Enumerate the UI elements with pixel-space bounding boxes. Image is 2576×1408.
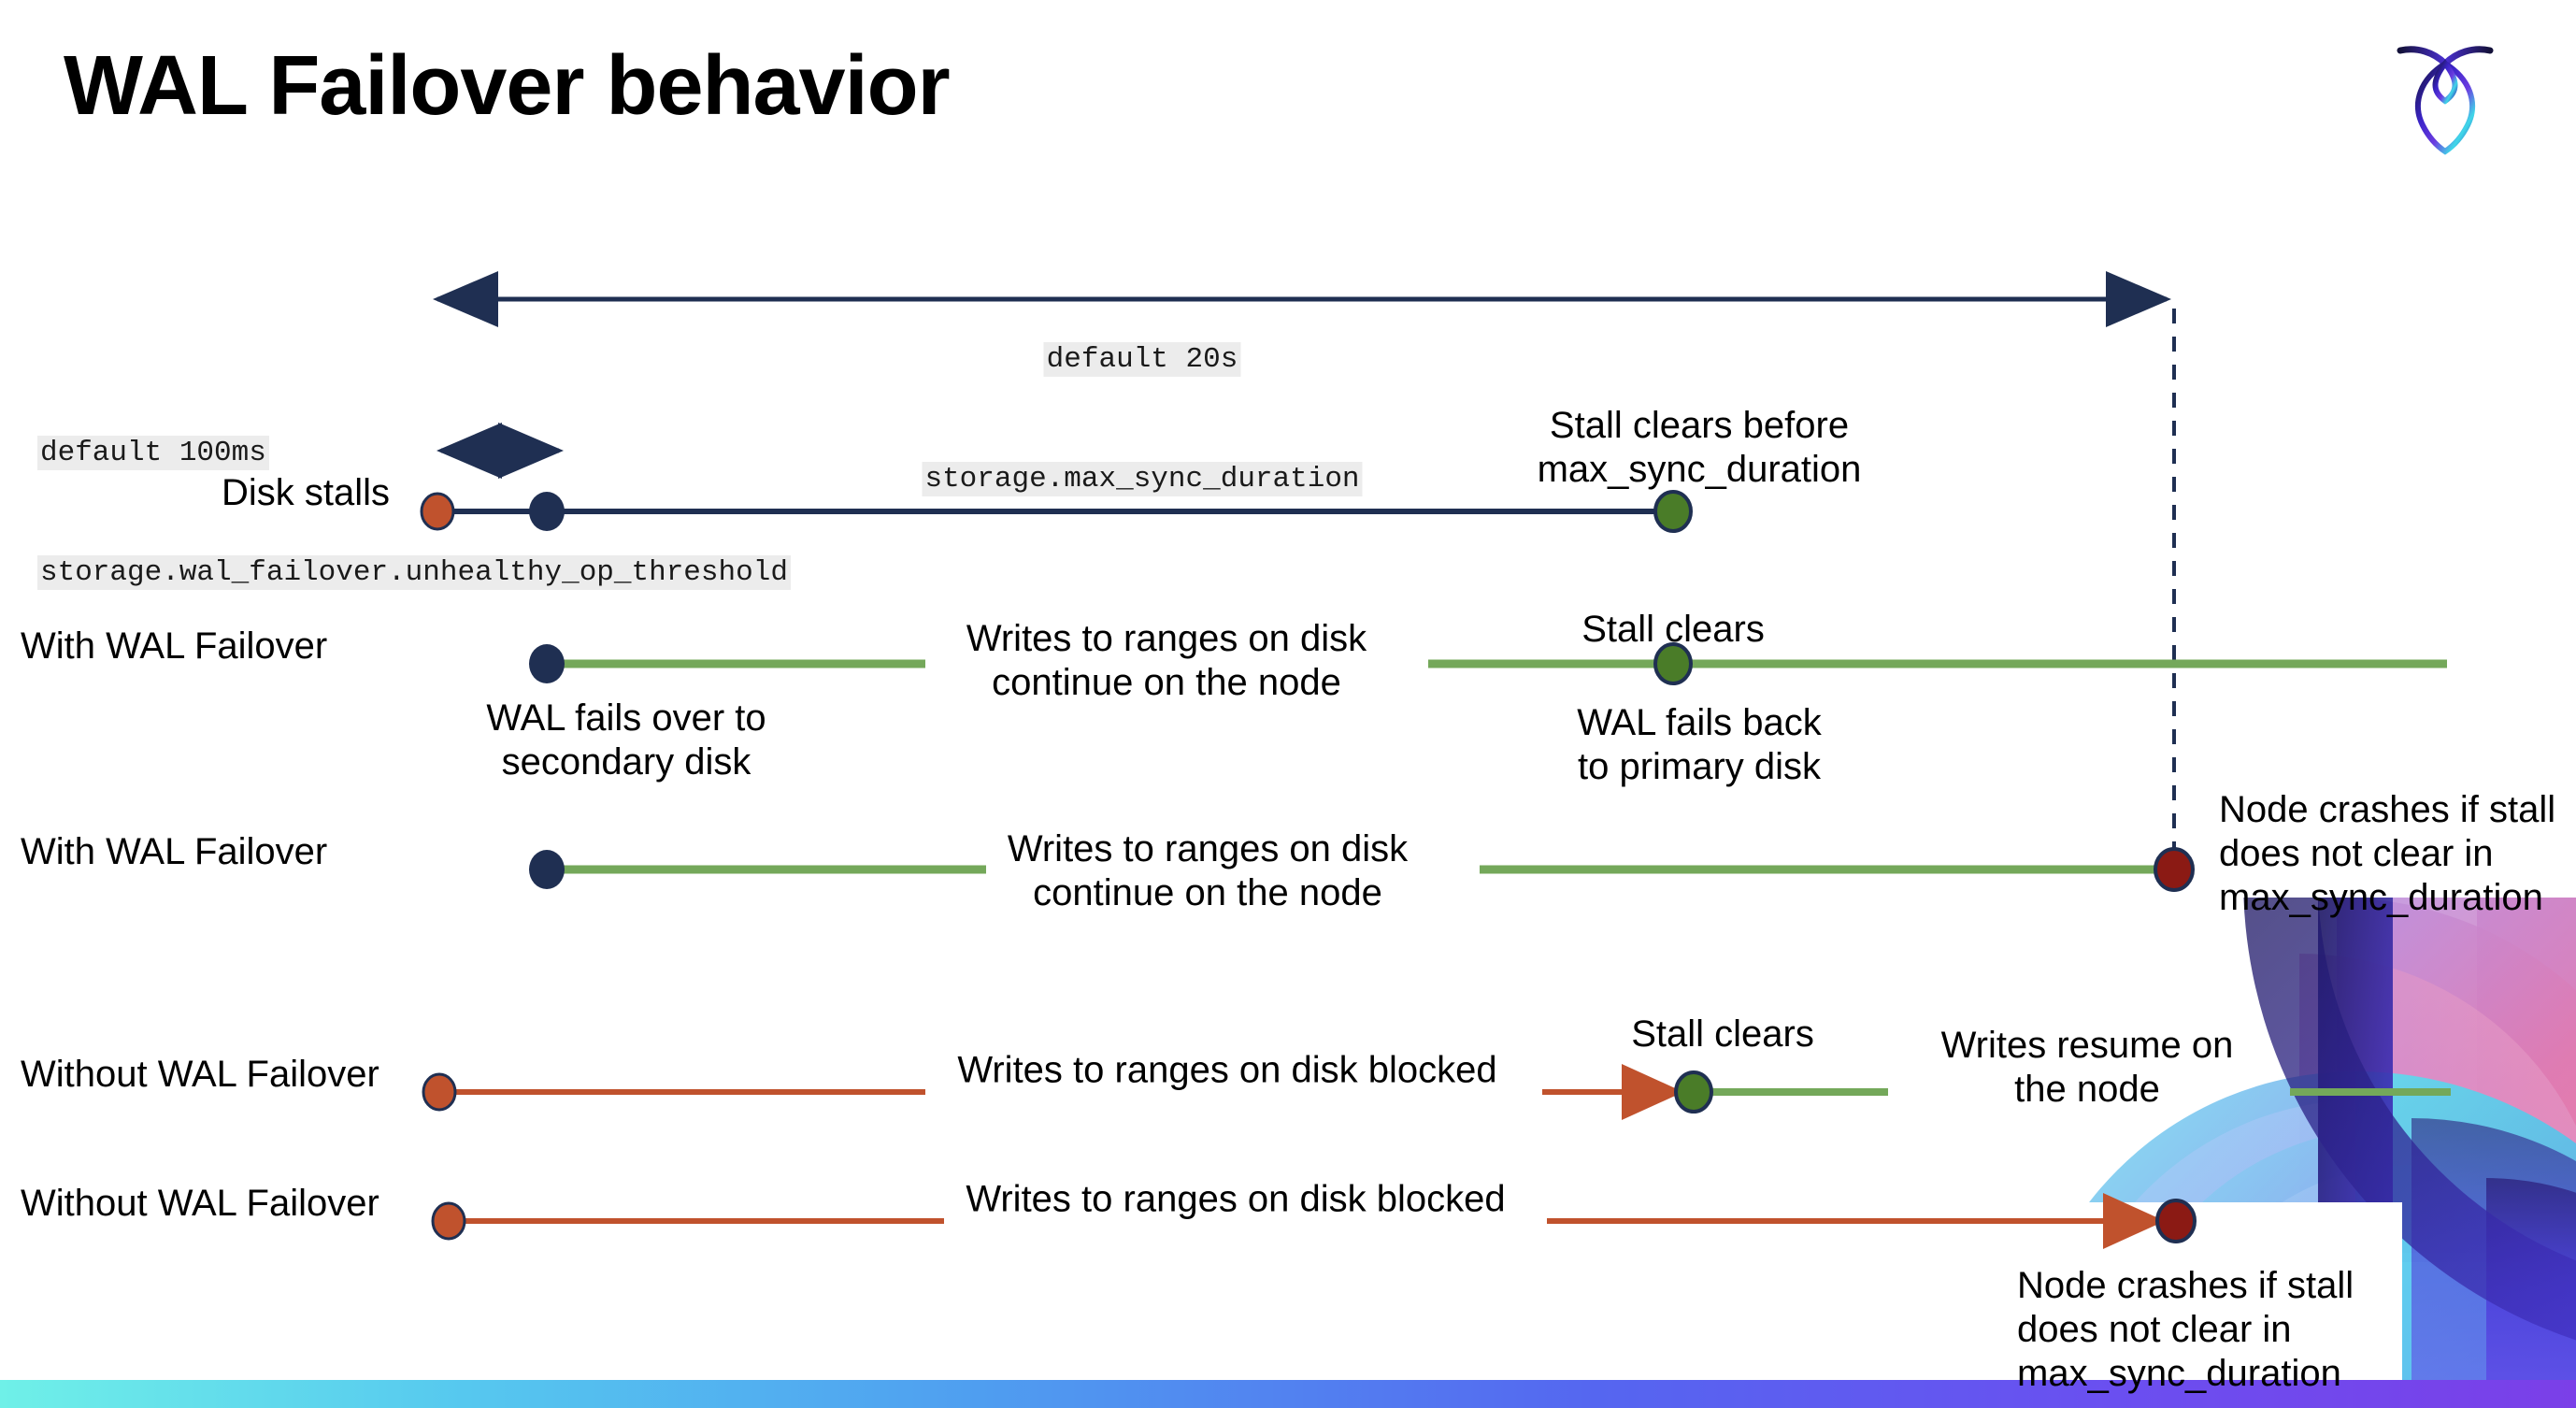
note-line-1: Stall clears — [1581, 609, 1765, 650]
row-label-disk-stalls: Disk stalls — [222, 472, 391, 513]
note-line-1: Writes to ranges on disk blocked — [957, 1049, 1497, 1091]
page-title: WAL Failover behavior — [64, 39, 951, 133]
note-line-1: Writes resume on — [1940, 1025, 2234, 1066]
cockroachdb-logo-icon — [2389, 30, 2501, 157]
note-line-2: secondary disk — [501, 741, 751, 783]
note-stall-clears-before: Stall clears before max_sync_duration — [1512, 404, 1886, 492]
row4-stall-clears-dot — [1674, 1070, 1713, 1113]
row-label-with-wal-failover-2: With WAL Failover — [21, 831, 328, 872]
row5-node-crash-dot — [2155, 1199, 2197, 1243]
note-line-2: continue on the node — [992, 662, 1341, 704]
disk-stall-clear-dot — [1653, 490, 1693, 533]
note-line-1: Stall clears before — [1549, 405, 1850, 446]
max-sync-duration-annotation: default 20s storage.max_sync_duration — [922, 260, 1363, 580]
note-wal-fails-back: WAL fails back to primary disk — [1512, 701, 1886, 789]
row-label-without-wal-failover-2: Without WAL Failover — [21, 1183, 379, 1224]
row3-failover-dot — [529, 850, 565, 889]
note-line-2: to primary disk — [1577, 746, 1822, 788]
note-line-2: max_sync_duration — [1537, 449, 1862, 491]
note-writes-continue-2: Writes to ranges on disk continue on the… — [988, 827, 1427, 915]
note-node-crashes-1: Node crashes if stall does not clear in … — [2219, 788, 2576, 921]
row5-stall-start-dot — [431, 1201, 466, 1241]
row2-stall-clears-dot — [1653, 642, 1693, 685]
unhealthy-op-threshold-setting: storage.wal_failover.unhealthy_op_thresh… — [37, 554, 791, 590]
note-line-1: Node crashes if stall — [2219, 789, 2556, 830]
max-sync-duration-setting: storage.max_sync_duration — [922, 461, 1363, 496]
note-node-crashes-2: Node crashes if stall does not clear in … — [2017, 1264, 2391, 1397]
note-writes-blocked-2: Writes to ranges on disk blocked — [899, 1177, 1572, 1221]
note-line-2: the node — [2014, 1069, 2160, 1111]
row-label-with-wal-failover-1: With WAL Failover — [21, 625, 328, 667]
note-writes-continue-1: Writes to ranges on disk continue on the… — [947, 617, 1386, 705]
bottom-gradient-bar — [0, 1380, 2576, 1408]
note-line-1: WAL fails over to — [486, 697, 766, 739]
note-stall-clears-1: Stall clears — [1533, 608, 1813, 652]
unhealthy-op-threshold-annotation: default 100ms storage.wal_failover.unhea… — [37, 353, 791, 673]
note-line-1: WAL fails back — [1577, 702, 1822, 743]
unhealthy-op-threshold-default: default 100ms — [37, 435, 269, 470]
wal-failover-trigger-dot — [529, 492, 565, 531]
note-writes-resume: Writes resume on the node — [1910, 1024, 2265, 1112]
note-line-1: Writes to ranges on disk — [966, 618, 1367, 659]
note-writes-blocked-1: Writes to ranges on disk blocked — [891, 1048, 1564, 1092]
row-label-without-wal-failover-1: Without WAL Failover — [21, 1054, 379, 1095]
row4-stall-start-dot — [422, 1072, 457, 1112]
disk-stall-start-dot — [420, 492, 455, 531]
row2-failover-dot — [529, 644, 565, 683]
max-sync-duration-default: default 20s — [1043, 341, 1241, 377]
note-line-2: does not clear in — [2017, 1309, 2292, 1351]
note-stall-clears-2: Stall clears — [1573, 1013, 1872, 1056]
note-line-3: max_sync_duration — [2219, 877, 2543, 919]
note-line-3: max_sync_duration — [2017, 1353, 2341, 1395]
note-line-1: Writes to ranges on disk blocked — [966, 1178, 1506, 1220]
note-line-1: Stall clears — [1631, 1013, 1814, 1055]
note-wal-fails-over: WAL fails over to secondary disk — [439, 697, 813, 784]
note-line-2: does not clear in — [2219, 833, 2494, 875]
note-line-1: Node crashes if stall — [2017, 1265, 2354, 1306]
note-line-2: continue on the node — [1033, 872, 1382, 914]
note-line-1: Writes to ranges on disk — [1007, 828, 1409, 869]
row3-node-crash-dot — [2154, 847, 2195, 892]
